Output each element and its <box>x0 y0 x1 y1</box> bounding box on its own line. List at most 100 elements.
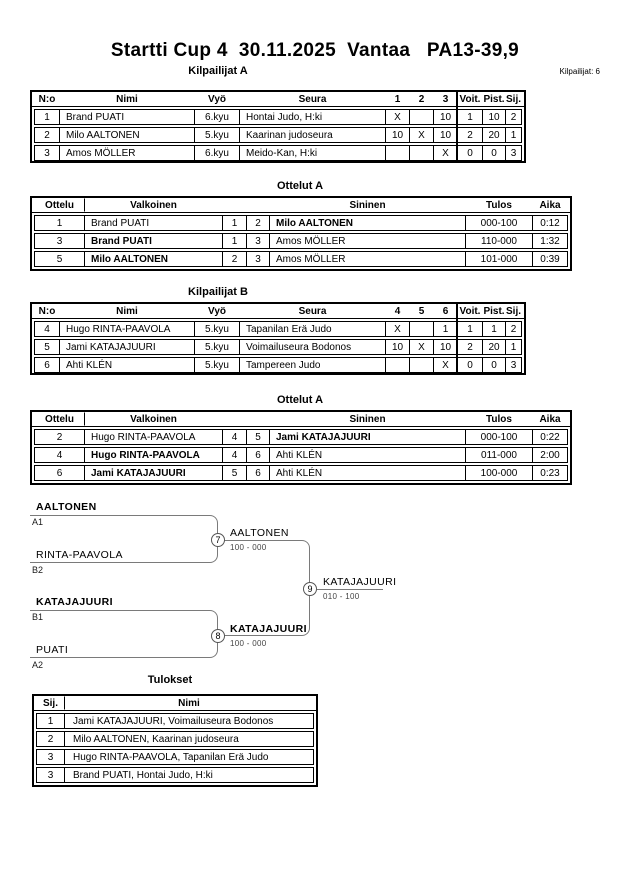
cell-blue-fighter: Amos MÖLLER <box>269 233 466 249</box>
col-header-tulos: Tulos <box>486 413 512 425</box>
col-header-valkoinen: Valkoinen <box>130 413 177 425</box>
cell-time: 0:22 <box>532 429 568 445</box>
cell-blue-fighter: Ahti KLÉN <box>269 465 466 481</box>
col-header-blank <box>246 198 270 212</box>
cell-competitor: Milo AALTONEN, Kaarinan judoseura <box>64 731 314 747</box>
cell-name: Jami KATAJAJUURI <box>59 339 195 355</box>
cell-belt: 5.kyu <box>194 127 240 143</box>
cell-name: Brand PUATI <box>59 109 195 125</box>
cell-place: 1 <box>505 127 522 143</box>
pool-a-header-row: N:o Nimi Vyö Seura 1 2 3 Voit. Pist. Sij… <box>32 92 524 107</box>
cell-white-fighter: Hugo RINTA-PAAVOLA <box>84 429 223 445</box>
bracket-line <box>218 540 310 589</box>
cell-competitor: Brand PUATI, Hontai Judo, H:ki <box>64 767 314 783</box>
match-circle-9: 9 <box>303 582 317 596</box>
cell-place: 1 <box>36 713 65 729</box>
match-score: 100 - 000 <box>230 543 267 552</box>
col-header-vyo: Vyö <box>208 93 226 105</box>
result-row: 2 Milo AALTONEN, Kaarinan judoseura <box>36 731 314 747</box>
results-header-row: Sij. Nimi <box>34 696 316 711</box>
tournament-title: Startti Cup 4 30.11.2025 Vantaa PA13-39,… <box>110 40 520 61</box>
col-header-tulos: Tulos <box>486 199 512 211</box>
cell-wins: 2 <box>457 127 483 143</box>
cell-place: 3 <box>36 767 65 783</box>
cell-match-no: 4 <box>34 447 85 463</box>
cell-blue-no: 3 <box>246 233 270 249</box>
cell-m1: 10 <box>385 339 410 355</box>
bracket-slot-name: AALTONEN <box>36 501 97 513</box>
cell-time: 0:39 <box>532 251 568 267</box>
cell-competitor: Jami KATAJAJUURI, Voimailuseura Bodonos <box>64 713 314 729</box>
match-winner-name: KATAJAJUURI <box>323 576 397 588</box>
cell-blue-no: 5 <box>246 429 270 445</box>
col-header-nimi: Nimi <box>116 305 138 317</box>
cell-belt: 6.kyu <box>194 109 240 125</box>
cell-score: 000-100 <box>465 215 533 231</box>
table-row: 6 Ahti KLÉN 5.kyu Tampereen Judo X 0 0 3 <box>34 357 522 373</box>
cell-m3: 10 <box>433 339 458 355</box>
results-table: Sij. Nimi 1 Jami KATAJAJUURI, Voimailuse… <box>32 694 318 787</box>
cell-no: 3 <box>34 145 60 161</box>
cell-points: 10 <box>482 109 506 125</box>
bracket-slot-code: B2 <box>32 565 44 575</box>
bracket-slot-name: RINTA-PAAVOLA <box>36 549 123 561</box>
cell-m2 <box>409 109 434 125</box>
cell-m3: X <box>433 357 458 373</box>
cell-time: 1:32 <box>532 233 568 249</box>
cell-club: Voimailuseura Bodonos <box>239 339 386 355</box>
cell-points: 1 <box>482 321 506 337</box>
table-row: 1 Brand PUATI 6.kyu Hontai Judo, H:ki X … <box>34 109 522 125</box>
col-header-match6: 6 <box>442 305 449 317</box>
matches-b-table: Ottelu Valkoinen Sininen Tulos Aika 2 Hu… <box>30 410 572 485</box>
col-header-blank <box>246 412 270 426</box>
cell-white-fighter: Hugo RINTA-PAAVOLA <box>84 447 223 463</box>
cell-name: Ahti KLÉN <box>59 357 195 373</box>
col-header-no: N:o <box>38 93 56 105</box>
match-winner-name: KATAJAJUURI <box>230 623 307 635</box>
cell-white-fighter: Brand PUATI <box>84 215 223 231</box>
cell-blue-no: 6 <box>246 465 270 481</box>
cell-score: 000-100 <box>465 429 533 445</box>
cell-m2: X <box>409 127 434 143</box>
match-score: 100 - 000 <box>230 639 267 648</box>
cell-white-no: 4 <box>222 447 247 463</box>
matches-a-table: Ottelu Valkoinen Sininen Tulos Aika 1 Br… <box>30 196 572 271</box>
cell-name: Hugo RINTA-PAAVOLA <box>59 321 195 337</box>
bracket-line <box>30 610 218 636</box>
table-row: 2 Milo AALTONEN 5.kyu Kaarinan judoseura… <box>34 127 522 143</box>
cell-blue-no: 2 <box>246 215 270 231</box>
section-title-pool-a: Kilpailijat A <box>188 65 248 77</box>
section-title-pool-b: Kilpailijat B <box>188 286 248 298</box>
cell-m2 <box>409 321 434 337</box>
cell-white-fighter: Jami KATAJAJUURI <box>84 465 223 481</box>
col-header-seura: Seura <box>298 305 327 317</box>
cell-competitor: Hugo RINTA-PAAVOLA, Tapanilan Erä Judo <box>64 749 314 765</box>
bracket-line <box>30 540 218 563</box>
cell-m1: 10 <box>385 127 410 143</box>
cell-white-fighter: Brand PUATI <box>84 233 223 249</box>
thick-column-divider <box>456 304 458 373</box>
cell-time: 0:23 <box>532 465 568 481</box>
cell-m1: X <box>385 321 410 337</box>
cell-match-no: 2 <box>34 429 85 445</box>
cell-white-no: 5 <box>222 465 247 481</box>
bracket-line <box>317 589 383 591</box>
cell-place: 1 <box>505 339 522 355</box>
match-circle-8: 8 <box>211 629 225 643</box>
col-header-vyo: Vyö <box>208 305 226 317</box>
match-circle-7: 7 <box>211 533 225 547</box>
cell-m2 <box>409 145 434 161</box>
cell-m2: X <box>409 339 434 355</box>
cell-place: 3 <box>36 749 65 765</box>
bracket-slot-name: KATAJAJUURI <box>36 596 113 608</box>
cell-m3: 10 <box>433 127 458 143</box>
cell-wins: 1 <box>457 109 483 125</box>
thick-column-divider <box>456 92 458 161</box>
cell-m3: X <box>433 145 458 161</box>
cell-blue-no: 3 <box>246 251 270 267</box>
cell-wins: 0 <box>457 357 483 373</box>
col-header-voit: Voit. <box>459 305 481 317</box>
cell-club: Hontai Judo, H:ki <box>239 109 386 125</box>
match-score: 010 - 100 <box>323 592 360 601</box>
cell-blue-fighter: Amos MÖLLER <box>269 251 466 267</box>
